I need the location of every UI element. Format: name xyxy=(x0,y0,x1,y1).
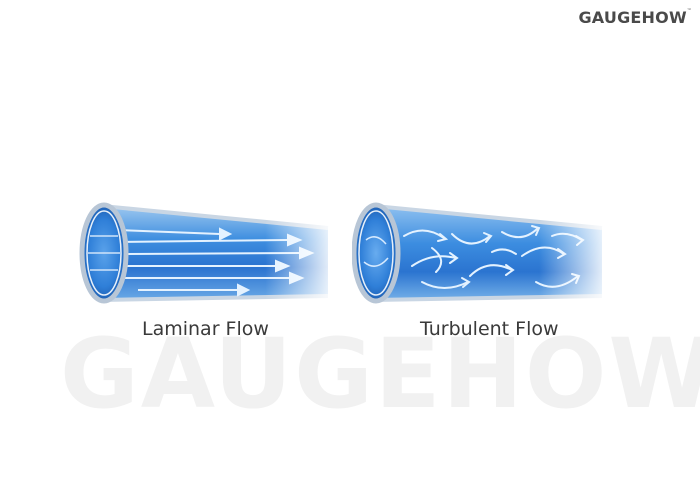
watermark: GAUGEHOW xyxy=(60,318,700,430)
brand-logo: GAUGEHOW™ xyxy=(578,8,692,27)
turbulent-flow-pipe xyxy=(352,196,612,308)
turbulent-flow-label: Turbulent Flow xyxy=(420,318,559,340)
laminar-flow-label: Laminar Flow xyxy=(142,318,269,340)
laminar-flow-pipe xyxy=(78,196,338,308)
brand-logo-text: GAUGEHOW xyxy=(578,8,687,27)
